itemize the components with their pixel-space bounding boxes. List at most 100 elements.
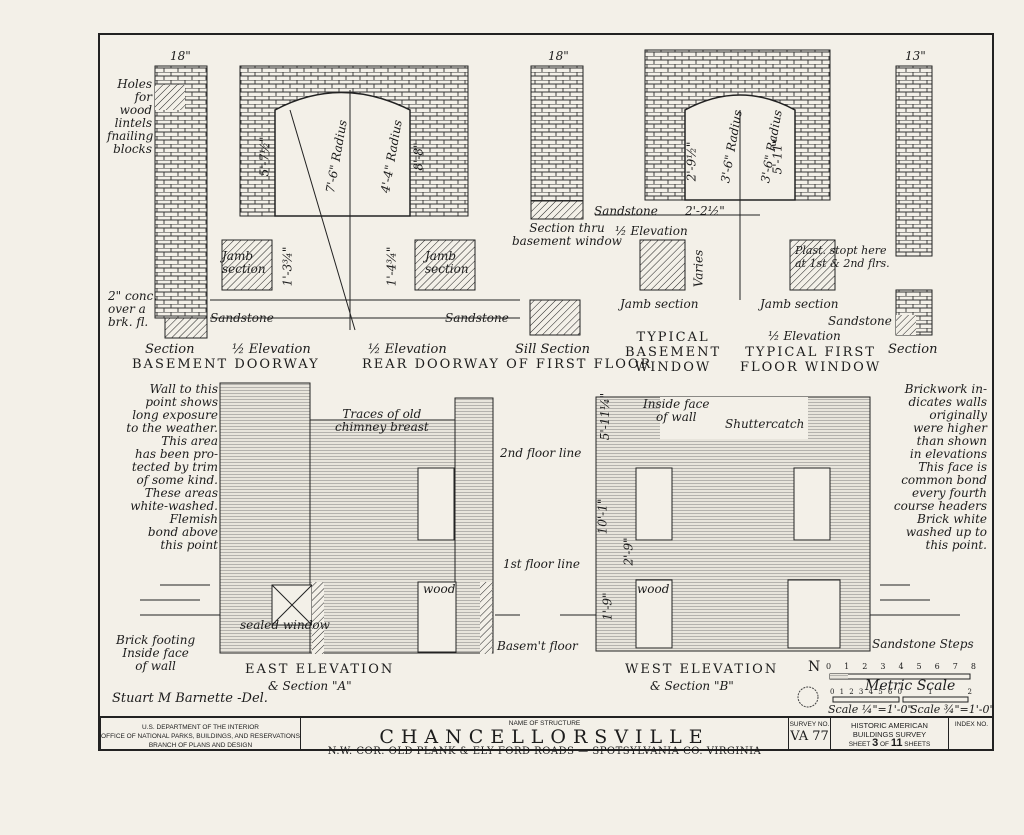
sheets-suffix: Sheets [904, 741, 931, 748]
caption-typical-first-floor-window: Typical First Floor Window [740, 345, 882, 375]
dim-label: 1'-3¾" [280, 246, 295, 287]
tick: 3 [880, 662, 886, 671]
caption-half-elevation: ½ Elevation [368, 342, 447, 357]
dim-label: 5'-11¼" [598, 392, 613, 441]
scale-a-label: Scale ¼"=1'-0" [828, 703, 913, 716]
index-block: Index No. [948, 716, 994, 751]
conc-note: 2" conc. over a brk. fl. [108, 289, 158, 329]
survey-number: VA 77 [790, 729, 829, 744]
sandstone-label: Sandstone [210, 311, 274, 325]
dim-label: 13" [905, 49, 926, 63]
brickwork-note: Brickwork in- dicates walls originally w… [893, 382, 987, 552]
caption-half-elevation: ½ Elevation [232, 342, 311, 357]
dim-label: 2'-9" [621, 537, 636, 566]
sealed-window-label: sealed window [240, 618, 330, 632]
dim-label: 18" [170, 49, 191, 63]
sandstone-label: Sandstone [445, 311, 509, 325]
half-elevation-label: ½ Elevation [768, 329, 841, 343]
jamb-label: Jamb section [620, 297, 699, 311]
sandstone-label: Sandstone [828, 314, 892, 328]
basement-doorway-section [154, 65, 520, 339]
agency-line: Office of National Parks, Buildings, and… [101, 733, 300, 740]
index-label: Index No. [954, 721, 989, 728]
metric-scale-bar [797, 673, 971, 708]
first-floor-window-section [895, 65, 933, 336]
dim-label: 18" [548, 49, 569, 63]
caption-sill-section: Sill Section [515, 342, 590, 357]
varies-label: Varies [691, 249, 706, 288]
sheets-total: 11 [890, 737, 903, 749]
jamb-label: Jamb section [760, 297, 839, 311]
survey-label: Survey No. [789, 721, 830, 728]
tick: 7 [952, 662, 958, 671]
agency-block: U.S. Department of the Interior Office o… [100, 716, 300, 751]
agency-line: U.S. Department of the Interior [142, 724, 259, 731]
structure-location: N.W. COR. OLD PLANK & ELY FORD ROADS — S… [327, 746, 762, 757]
habs-block: Historic American Buildings Survey Sheet… [830, 716, 948, 751]
jamb-label: Jamb section [425, 249, 469, 276]
tick: 0 [830, 688, 835, 696]
tick: 4 [868, 688, 874, 696]
sheet-prefix: Sheet [848, 741, 871, 748]
section-thru-label: Section thru basement window [512, 221, 622, 248]
floor-line-1-label: 1st floor line [503, 557, 580, 571]
caption-section: Section [145, 342, 195, 357]
dim-label: 8'-8" [411, 142, 426, 171]
delineator: Stuart M Barnette -Del. [112, 691, 268, 706]
west-elevation-subtitle: & Section "B" [650, 679, 734, 693]
dim-label: 5'-11" [770, 138, 785, 175]
inside-face-note: Inside face of wall [643, 397, 710, 424]
east-elevation [140, 382, 520, 654]
dim-label: 5'-7½" [257, 136, 272, 177]
east-wall-note: Wall to this point shows long exposure t… [126, 382, 218, 552]
dim-label: 1'-9" [600, 592, 615, 621]
jamb-label: Jamb section [222, 249, 266, 276]
sheet-number: Sheet 3 of 11 Sheets [831, 737, 948, 749]
shuttercatch-label: Shuttercatch [725, 417, 805, 431]
tick: 2 [849, 688, 854, 696]
basement-floor-label: Basem't floor [497, 639, 578, 653]
habs-line: Historic American [851, 721, 928, 730]
tick: 0 [826, 662, 832, 671]
scale-b-label: Scale ¾"=1'-0" [910, 703, 995, 716]
structure-name: CHANCELLORSVILLE [379, 726, 710, 748]
caption-basement-doorway: Basement Doorway [132, 357, 320, 372]
tick: 0 [897, 688, 902, 696]
dim-label: 1'-4¾" [384, 246, 399, 287]
agency-line: Branch of Plans and Design [148, 742, 253, 749]
tick: 1 [839, 688, 845, 696]
brick-footing-note: Brick footing Inside face of wall [116, 633, 196, 673]
sheet-of: of [880, 741, 890, 748]
tick: 2 [862, 662, 868, 671]
dim-label: 2'-2½" [685, 204, 725, 218]
tick: 6 [887, 688, 893, 696]
west-elevation [560, 396, 960, 652]
half-elevation-label: ½ Elevation [615, 224, 688, 238]
caption-section: Section [888, 342, 938, 357]
floor-line-2-label: 2nd floor line [500, 446, 582, 460]
caption-rear-doorway: Rear Doorway of First Floor [362, 357, 653, 372]
structure-name-block: Name of Structure CHANCELLORSVILLE N.W. … [300, 716, 788, 757]
tick: 4 [898, 662, 904, 671]
tick: 6 [934, 662, 940, 671]
habs-line: Buildings Survey [852, 730, 927, 739]
east-elevation-subtitle: & Section "A" [268, 679, 352, 693]
tick: 5 [878, 688, 883, 696]
tick: 5 [916, 662, 922, 671]
wood-label: wood [637, 582, 670, 596]
holes-note: Holes for wood lintels fnailing blocks [107, 77, 154, 156]
north-arrow: N [808, 659, 821, 675]
tick: 1 [928, 688, 933, 696]
survey-block: Survey No. VA 77 [788, 716, 830, 751]
tick: 3 [858, 688, 864, 696]
metric-scale-label: Metric Scale [865, 678, 956, 694]
west-elevation-title: West Elevation [625, 662, 779, 677]
basement-window-details [529, 49, 836, 336]
tick: 1 [844, 662, 850, 671]
name-label: Name of Structure [508, 720, 581, 727]
chimney-note: Traces of old chimney breast [335, 407, 429, 434]
sandstone-steps-label: Sandstone Steps [872, 637, 974, 651]
